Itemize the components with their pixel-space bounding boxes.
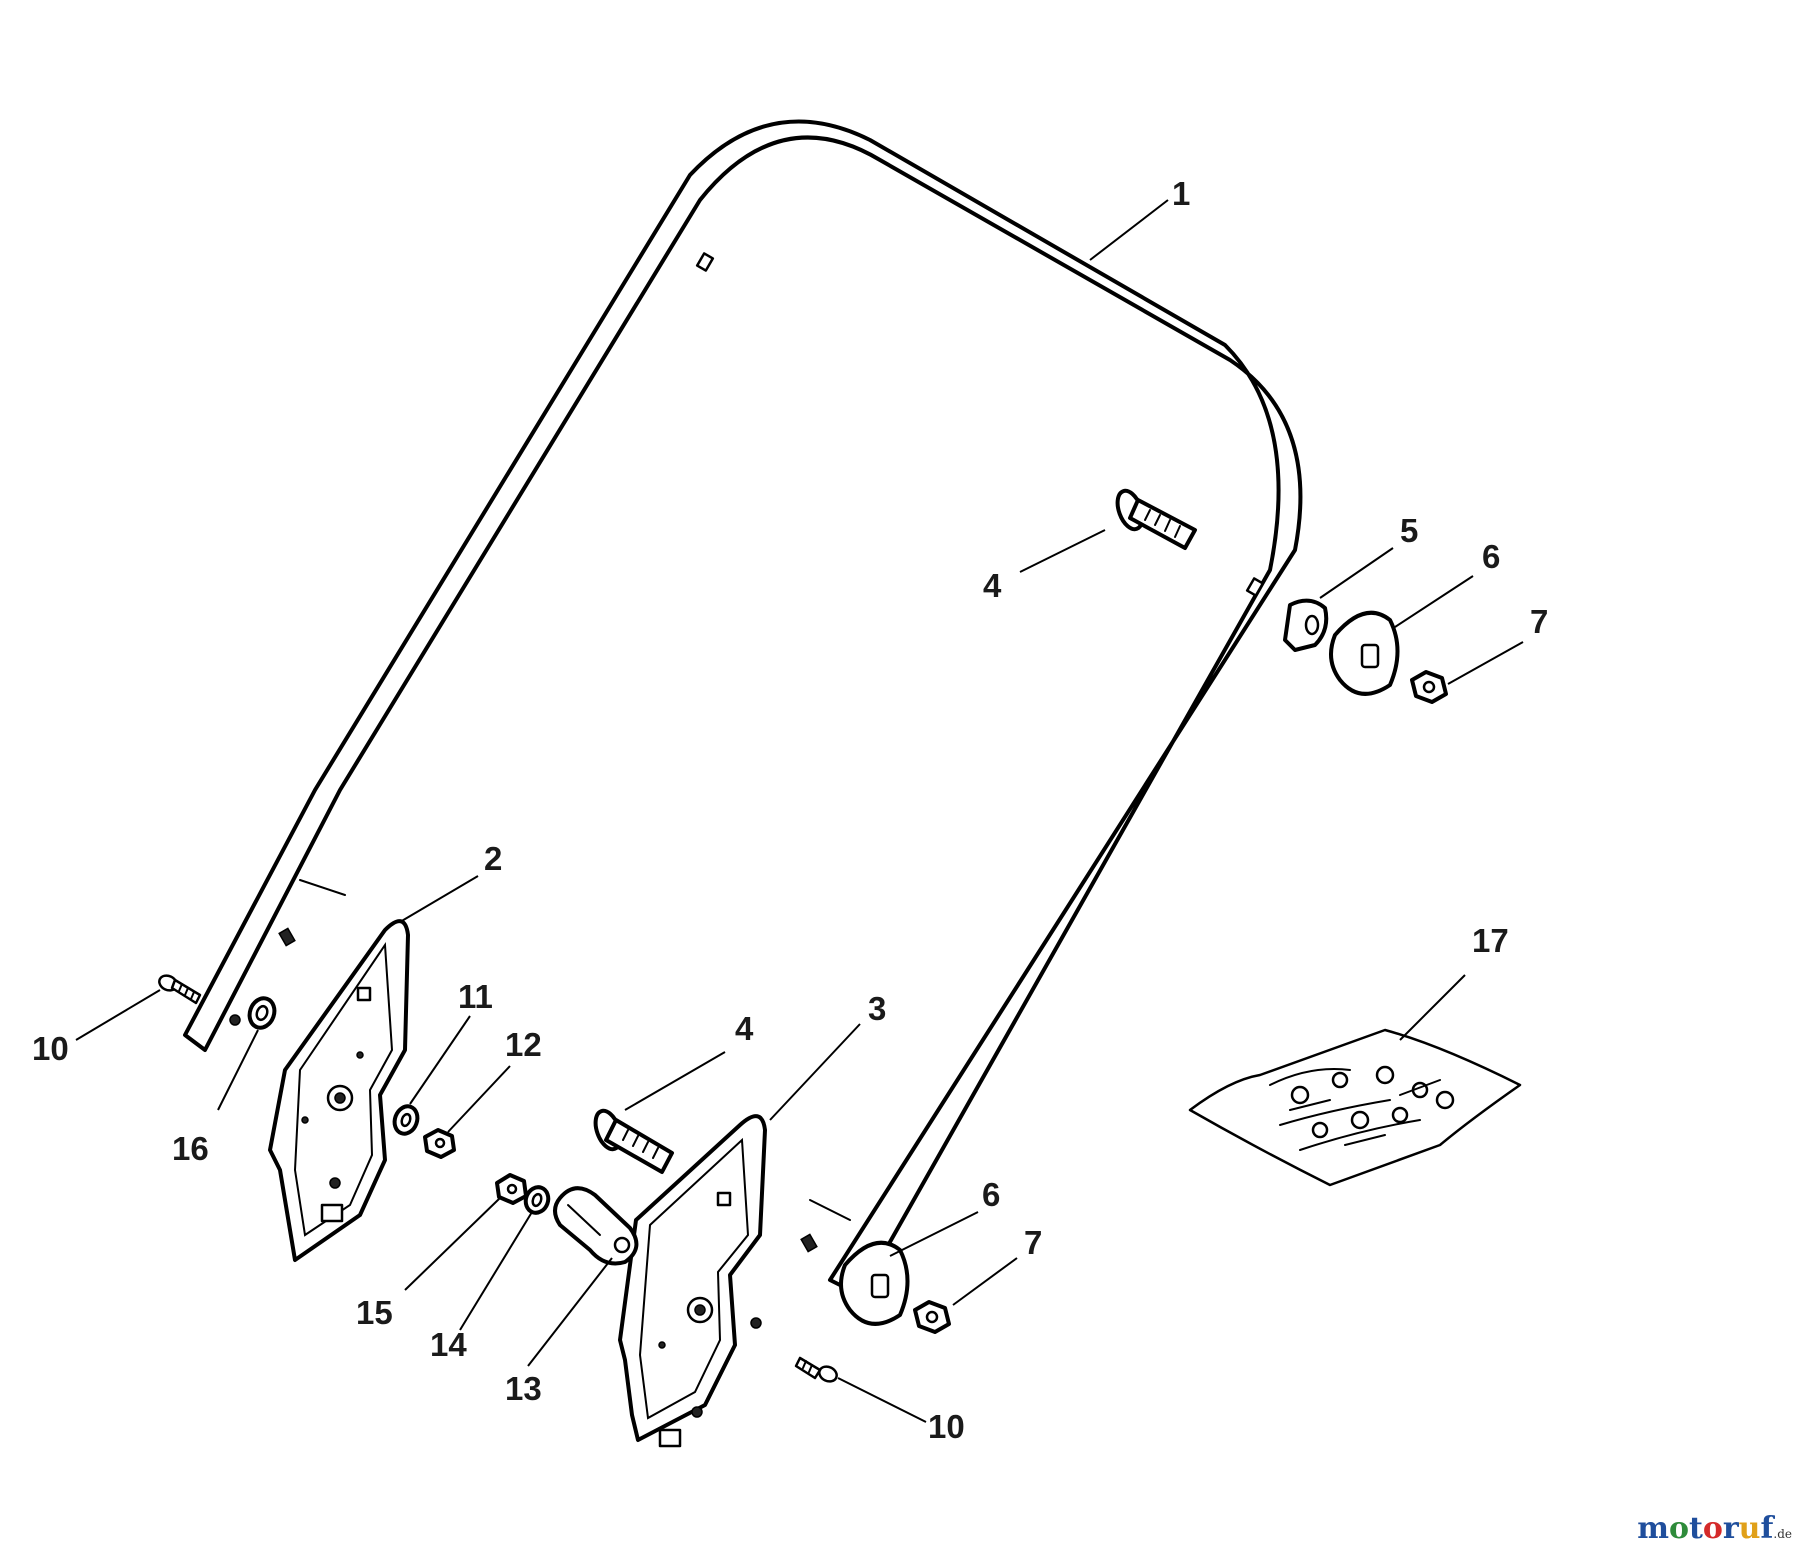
callout-10-left: 10 [32, 1030, 69, 1067]
callout-7-upper: 7 [1530, 603, 1548, 640]
nut-upper-part-7 [1410, 670, 1448, 704]
hardware-bag-part-17 [1188, 1028, 1522, 1187]
carriage-bolt-lower-part-4 [593, 1108, 674, 1174]
watermark-letter: m [1637, 1511, 1669, 1546]
washer-part-16 [247, 996, 277, 1030]
nut-lower-part-7 [913, 1300, 951, 1334]
callout-12: 12 [505, 1026, 542, 1063]
watermark-letter: o [1702, 1511, 1723, 1546]
watermark-letter: r [1722, 1511, 1739, 1546]
callout-15: 15 [356, 1294, 393, 1331]
nut-part-15 [495, 1173, 528, 1205]
callout-7-lower: 7 [1024, 1224, 1042, 1261]
right-mounting-bracket-part-3 [618, 1114, 767, 1448]
callout-14: 14 [430, 1326, 467, 1363]
leader-lines [75, 199, 1524, 1423]
watermark-letter: f [1760, 1511, 1774, 1546]
watermark-letter: o [1668, 1511, 1689, 1546]
callout-6-lower: 6 [982, 1176, 1000, 1213]
callout-5: 5 [1400, 512, 1418, 549]
callout-1: 1 [1172, 175, 1190, 212]
callout-13: 13 [505, 1370, 542, 1407]
callout-10-right: 10 [928, 1408, 965, 1445]
knob-upper-part-6 [1329, 610, 1400, 696]
cam-part-13 [553, 1186, 639, 1266]
callout-17: 17 [1472, 922, 1509, 959]
knob-lower-part-6 [839, 1240, 910, 1326]
callout-16: 16 [172, 1130, 209, 1167]
washer-part-11 [392, 1104, 420, 1136]
carriage-bolt-upper-part-4 [1115, 488, 1197, 550]
cam-lever-part-5 [1283, 598, 1329, 652]
screw-right-part-10 [794, 1356, 838, 1383]
watermark-logo: motoruf.de [1637, 1511, 1792, 1546]
callout-11: 11 [458, 978, 493, 1015]
nut-part-12 [423, 1128, 456, 1159]
callout-2: 2 [484, 840, 502, 877]
callout-6-upper: 6 [1482, 538, 1500, 575]
callout-labels: 1 2 3 4 4 5 6 6 7 7 10 10 11 12 13 14 15… [32, 175, 1548, 1445]
washer-part-14 [523, 1185, 551, 1215]
callout-4-lower: 4 [735, 1010, 754, 1047]
callout-3: 3 [868, 990, 886, 1027]
watermark-tld: .de [1773, 1527, 1792, 1541]
watermark-letter: u [1738, 1511, 1761, 1546]
callout-4-upper: 4 [983, 567, 1002, 604]
left-mounting-bracket-part-2 [268, 919, 410, 1262]
screw-left-part-10 [158, 974, 202, 1005]
watermark-letter: t [1688, 1511, 1703, 1546]
